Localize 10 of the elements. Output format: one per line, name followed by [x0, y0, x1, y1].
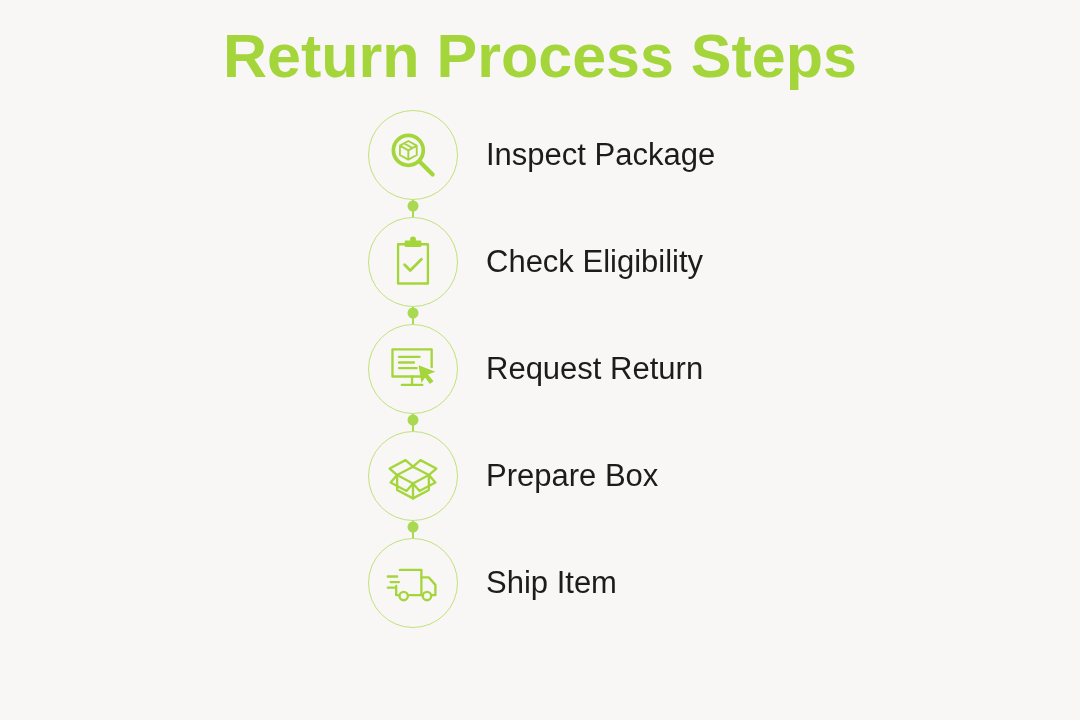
step-label: Request Return: [486, 351, 704, 387]
step-label: Check Eligibility: [486, 244, 704, 280]
step-label: Ship Item: [486, 565, 617, 601]
step-label: Inspect Package: [486, 137, 716, 173]
connector-line: [407, 306, 419, 325]
step-label: Prepare Box: [486, 458, 659, 494]
connector-line: [407, 413, 419, 432]
title: Return Process Steps: [223, 23, 857, 91]
connector-line: [407, 520, 419, 539]
connector-line: [407, 199, 419, 218]
